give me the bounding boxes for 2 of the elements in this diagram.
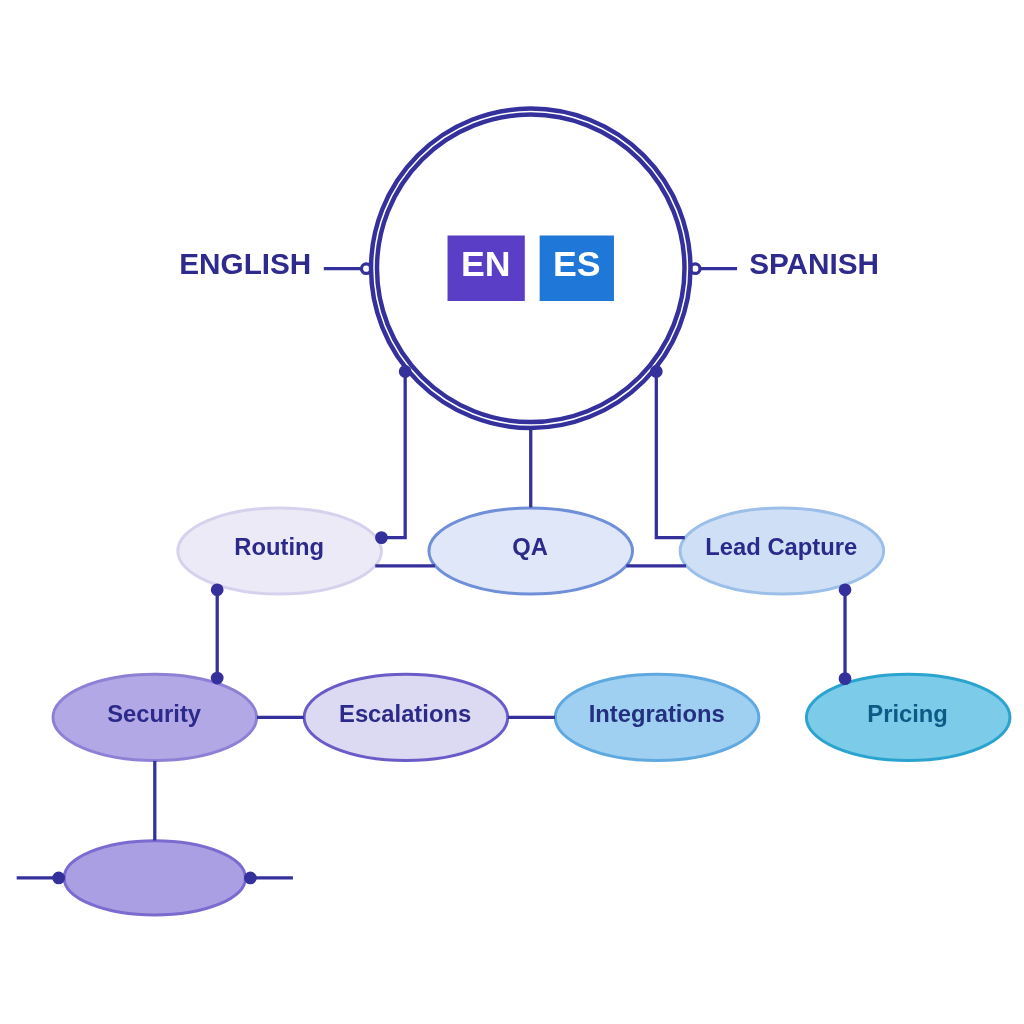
node-text: SPANISH bbox=[749, 247, 880, 281]
node-text: ENGLISH bbox=[179, 247, 312, 281]
